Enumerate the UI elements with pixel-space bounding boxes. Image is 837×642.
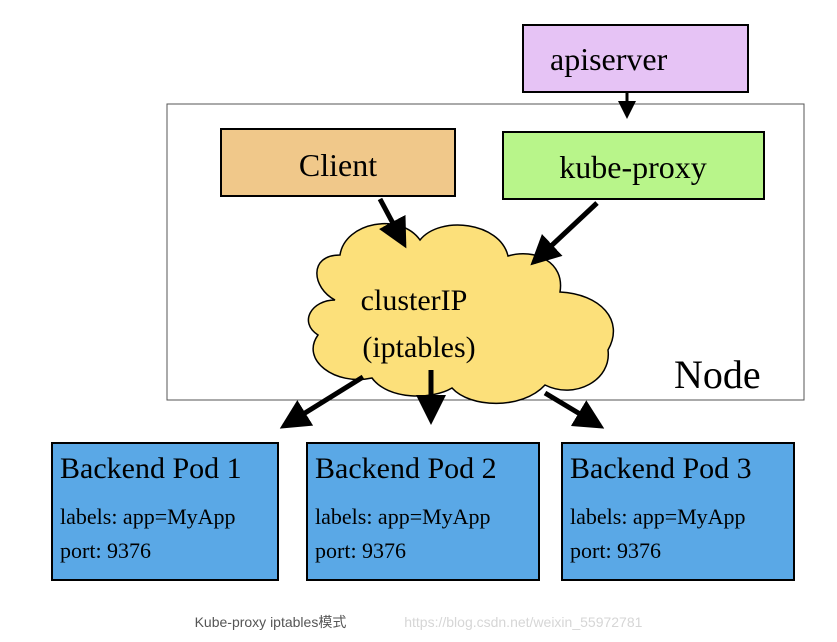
pod-port: port: 9376 (570, 538, 661, 563)
pod-labels: labels: app=MyApp (315, 504, 491, 529)
kube-proxy-iptables-diagram: Node apiserver Client kube-proxy cluster… (51, 24, 805, 581)
clusterip-label: clusterIP (361, 284, 468, 317)
kube-proxy-box (502, 131, 765, 200)
iptables-label: (iptables) (362, 331, 475, 364)
pod-labels: labels: app=MyApp (570, 504, 746, 529)
pod-title: Backend Pod 3 (570, 452, 752, 485)
backend-pod-1: Backend Pod 1 labels: app=MyApp port: 93… (51, 442, 279, 581)
pod-labels: labels: app=MyApp (60, 504, 236, 529)
node-label: Node (674, 352, 761, 397)
backend-pod-3: Backend Pod 3 labels: app=MyApp port: 93… (561, 442, 795, 581)
pod-title: Backend Pod 2 (315, 452, 497, 485)
caption-title: Kube-proxy iptables模式 (194, 614, 347, 630)
backend-pod-2: Backend Pod 2 labels: app=MyApp port: 93… (306, 442, 540, 581)
pod-title: Backend Pod 1 (60, 452, 242, 485)
pod-port: port: 9376 (315, 538, 406, 563)
apiserver-box (522, 24, 749, 93)
kube-proxy-label: kube-proxy (559, 149, 707, 185)
arrow-clusterip-to-pod-1 (279, 374, 365, 429)
pod-box (561, 442, 795, 581)
pod-port: port: 9376 (60, 538, 151, 563)
apiserver-label: apiserver (550, 41, 668, 77)
arrow-clusterip-to-pod-3 (543, 390, 605, 429)
pod-box (51, 442, 279, 581)
arrow-kube-proxy-to-clusterip (530, 201, 599, 266)
client-box (220, 128, 456, 197)
client-label: Client (299, 147, 377, 183)
pod-box (306, 442, 540, 581)
watermark-url: https://blog.csdn.net/weixin_55972781 (404, 614, 643, 630)
arrow-client-to-clusterip (377, 197, 407, 249)
figure-caption: Kube-proxy iptables模式 https://blog.csdn.… (0, 612, 837, 632)
